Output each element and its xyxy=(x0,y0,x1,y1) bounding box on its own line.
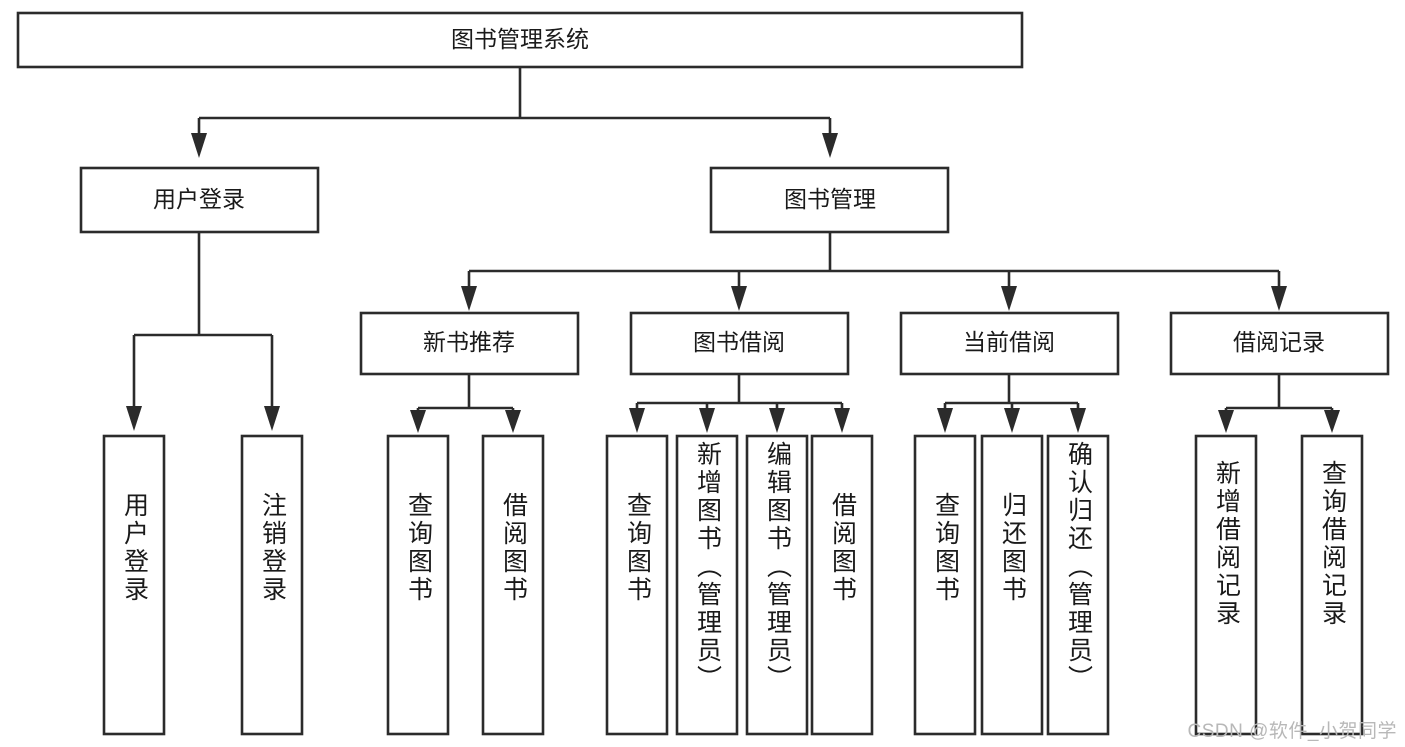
arrow-head-bookborrow xyxy=(731,286,747,311)
node-box-book-management[interactable] xyxy=(709,166,950,234)
connector-group-borrow-record xyxy=(1218,374,1340,433)
node-box-leaf-bookborrow-1[interactable] xyxy=(605,434,669,736)
node-label-book-borrow: 图书借阅 xyxy=(693,329,785,355)
connector-group-book-management xyxy=(461,232,1287,311)
arrow-head-bb-leaf3 xyxy=(769,408,785,433)
arrow-head-cb-leaf3 xyxy=(1070,408,1086,433)
node-box-leaf-currentborrow-1[interactable] xyxy=(913,434,977,736)
arrow-head-currentborrow xyxy=(1001,286,1017,311)
arrow-head-cb-leaf1 xyxy=(937,408,953,433)
node-box-leaf-newbook-2[interactable] xyxy=(481,434,545,736)
arrow-head-bookmgmt xyxy=(822,133,838,158)
node-box-current-borrow[interactable] xyxy=(899,311,1120,376)
node-box-root[interactable] xyxy=(16,11,1024,69)
arrow-head-bb-leaf2 xyxy=(699,408,715,433)
node-box-leaf-bookborrow-4[interactable] xyxy=(810,434,874,736)
arrow-head-cb-leaf2 xyxy=(1004,408,1020,433)
node-box-book-borrow[interactable] xyxy=(629,311,850,376)
connector-group-user-login xyxy=(126,232,280,431)
node-box-borrow-record[interactable] xyxy=(1169,311,1390,376)
node-box-leaf-user-login-2[interactable] xyxy=(240,434,304,736)
connector-group-current-borrow xyxy=(937,374,1086,433)
node-box-leaf-bookborrow-3[interactable] xyxy=(745,434,809,736)
arrow-head-login xyxy=(191,133,207,158)
arrow-head-newbook-leaf1 xyxy=(410,410,426,433)
connector-group-new-book xyxy=(410,374,521,433)
node-box-leaf-newbook-1[interactable] xyxy=(386,434,450,736)
node-label-book-management: 图书管理 xyxy=(784,186,876,212)
node-box-leaf-bookborrow-2[interactable] xyxy=(675,434,739,736)
arrow-head-bb-leaf1 xyxy=(629,408,645,433)
arrow-head-borrowrecord xyxy=(1271,286,1287,311)
node-box-leaf-borrowrecord-1[interactable] xyxy=(1194,434,1258,736)
node-box-leaf-currentborrow-3[interactable] xyxy=(1046,434,1110,736)
node-label-user-login: 用户登录 xyxy=(153,186,245,212)
node-label-current-borrow: 当前借阅 xyxy=(963,329,1055,355)
arrow-head-login-leaf1 xyxy=(126,406,142,431)
arrow-head-br-leaf1 xyxy=(1218,410,1234,433)
node-box-leaf-user-login-1[interactable] xyxy=(102,434,166,736)
arrow-head-login-leaf2 xyxy=(264,406,280,431)
connector-group-book-borrow xyxy=(629,374,850,433)
arrow-head-br-leaf2 xyxy=(1324,410,1340,433)
node-box-leaf-borrowrecord-2[interactable] xyxy=(1300,434,1364,736)
arrow-head-bb-leaf4 xyxy=(834,408,850,433)
node-box-new-book-recommend[interactable] xyxy=(359,311,580,376)
node-box-leaf-currentborrow-2[interactable] xyxy=(980,434,1044,736)
csdn-watermark: CSDN @软件_小贺同学 xyxy=(1187,721,1397,742)
node-label-new-book-recommend: 新书推荐 xyxy=(423,329,515,355)
node-label-root: 图书管理系统 xyxy=(451,26,589,52)
arrow-head-newbook-leaf2 xyxy=(505,410,521,433)
connector-group-root xyxy=(191,67,838,158)
node-box-user-login[interactable] xyxy=(79,166,320,234)
arrow-head-newbook xyxy=(461,286,477,311)
node-label-borrow-record: 借阅记录 xyxy=(1233,329,1325,355)
